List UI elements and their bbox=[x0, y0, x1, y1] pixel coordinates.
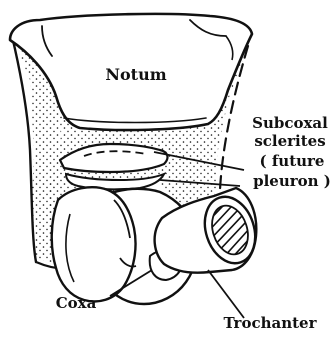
trochanter-leader bbox=[208, 270, 244, 318]
subcoxal-label-line4: pleuron ) bbox=[253, 172, 331, 190]
subcoxal-label-line3: ( future bbox=[260, 152, 325, 170]
coxa-label: Coxa bbox=[56, 294, 97, 312]
subcoxal-label-line1: Subcoxal bbox=[252, 114, 328, 132]
trochanter-label: Trochanter bbox=[223, 314, 317, 332]
subcoxal-label-line2: sclerites bbox=[254, 132, 325, 150]
notum-label: Notum bbox=[105, 65, 166, 84]
coxa-front-plate bbox=[52, 187, 136, 301]
